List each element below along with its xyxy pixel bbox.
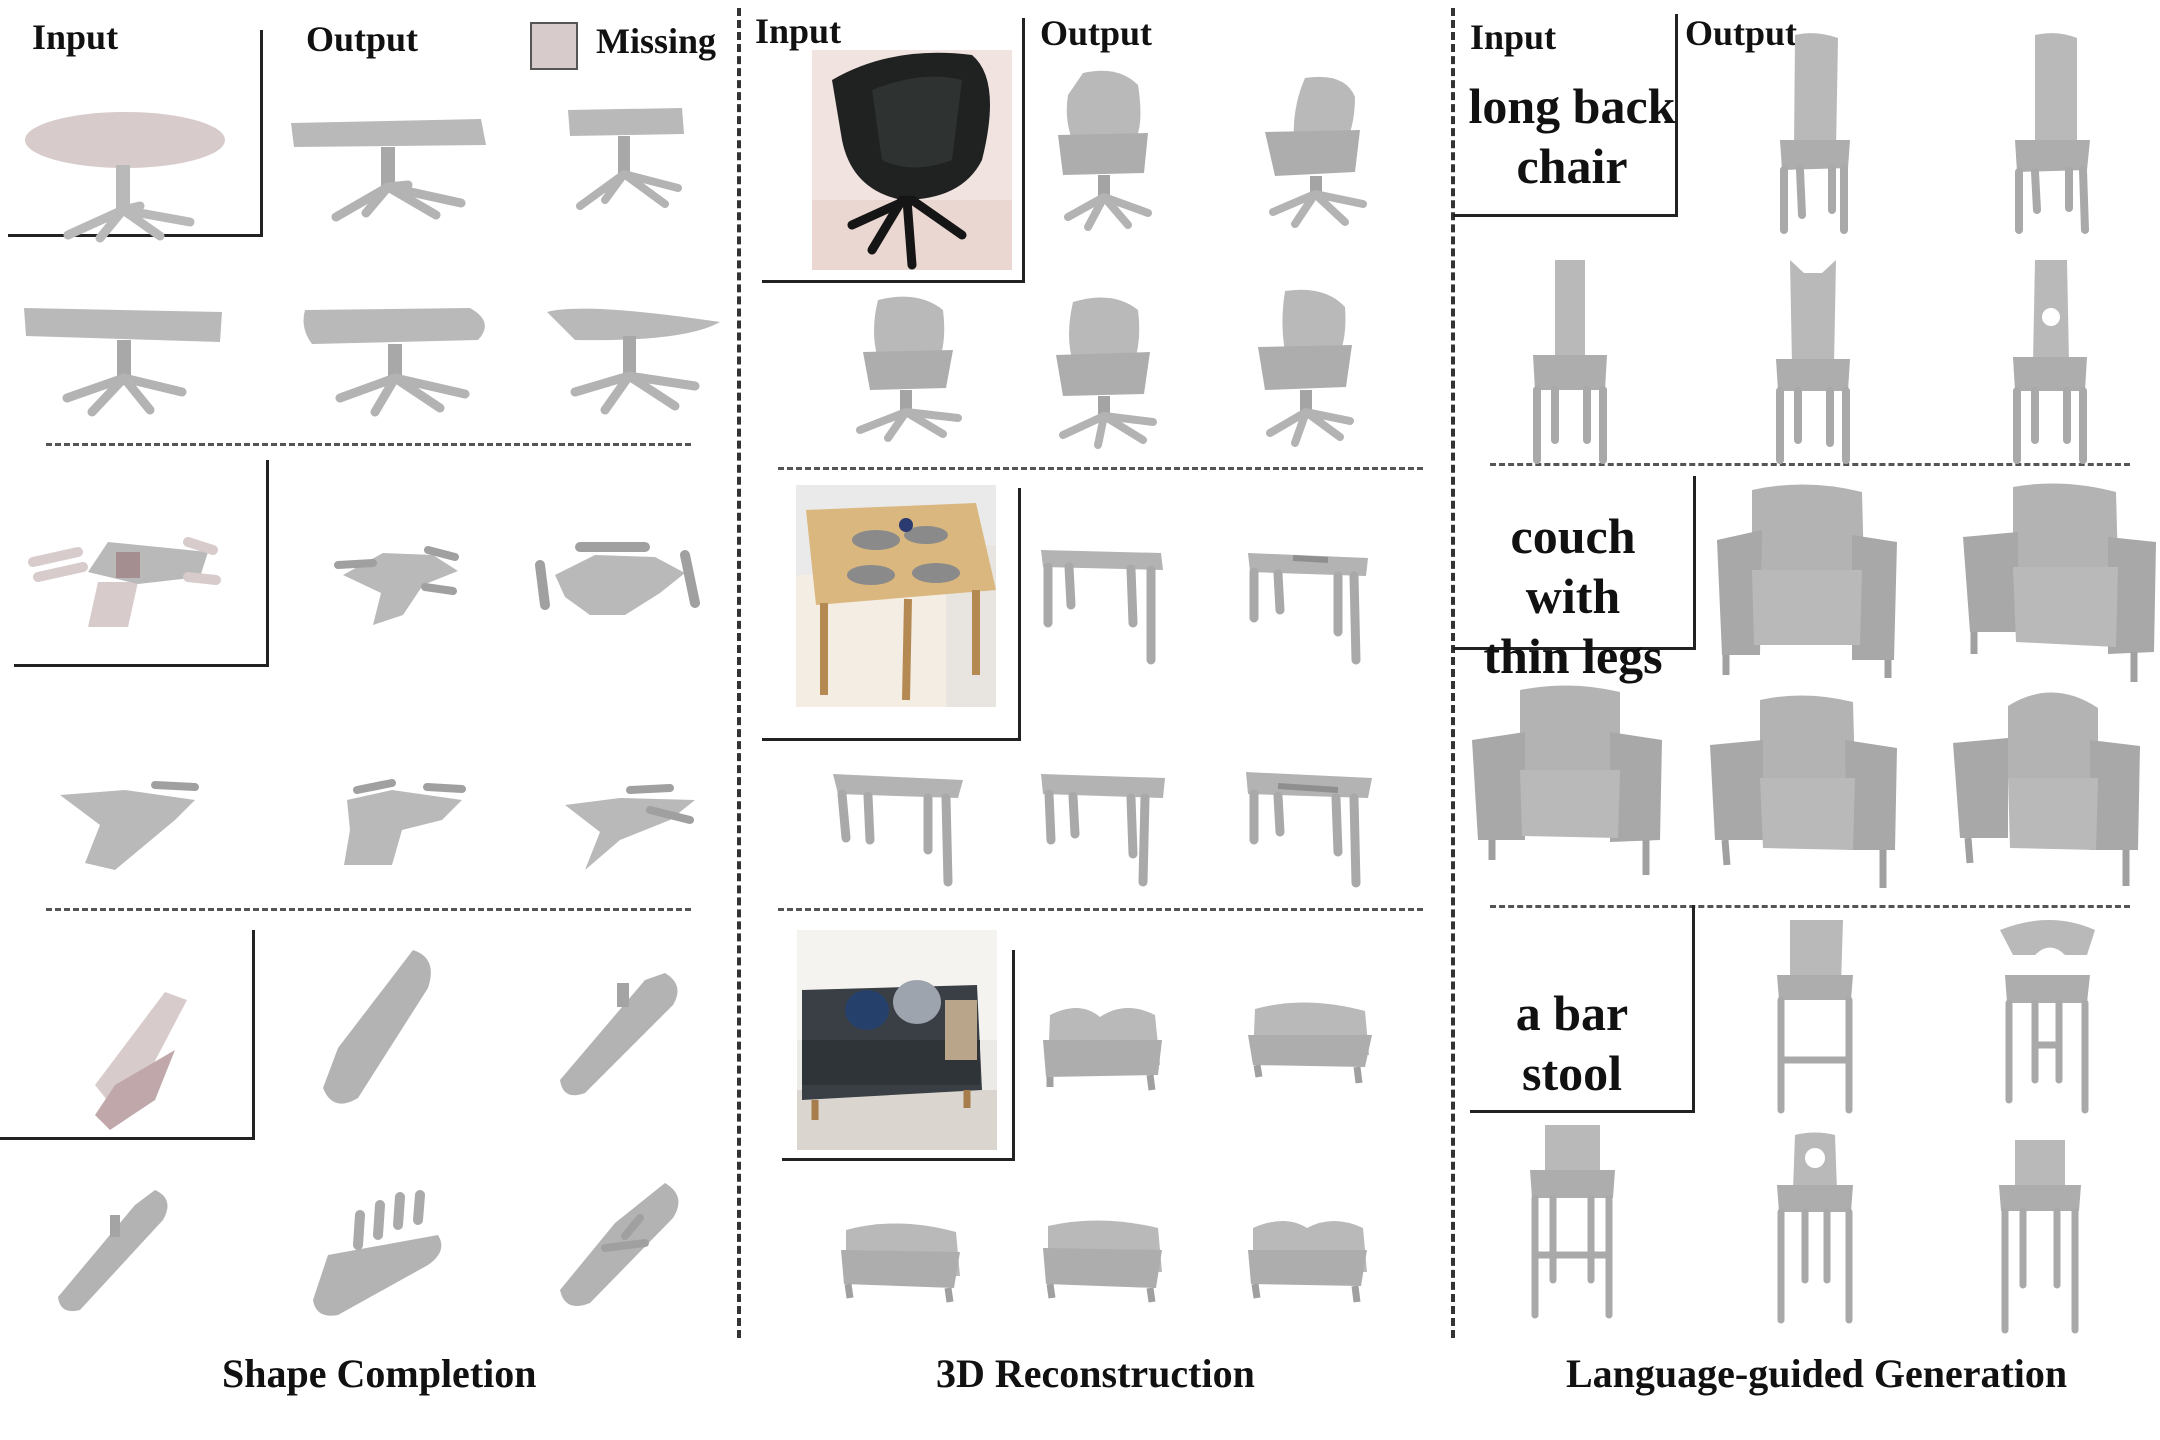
row-separator: [778, 908, 1423, 911]
text-prompt-long-back-chair: long back chair: [1462, 76, 1682, 196]
output-dining-table: [1041, 550, 1163, 665]
output-long-back-chair: [1776, 260, 1850, 464]
input-photo-office-chair: [812, 50, 1012, 270]
output-header: Output: [306, 19, 419, 59]
output-sofa: [1043, 1007, 1162, 1091]
prompt-line: thin legs: [1483, 628, 1663, 684]
output-armchair: [1963, 483, 2156, 682]
output-armchair: [1953, 692, 2140, 886]
text-prompt-bar-stool: a bar stool: [1462, 983, 1682, 1103]
output-header: Output: [1040, 13, 1153, 53]
input-bracket: [1453, 476, 1696, 650]
caption-3d-reconstruction: 3D Reconstruction: [936, 1351, 1255, 1396]
output-spaceship: [344, 779, 466, 865]
output-armchair: [1710, 695, 1897, 888]
missing-legend-label: Missing: [596, 21, 717, 61]
output-office-chair: [1258, 289, 1354, 447]
output-sofa: [1248, 1002, 1372, 1084]
input-bracket: [1470, 905, 1695, 1113]
input-photo-sofa: [797, 930, 997, 1150]
row-separator: [46, 443, 691, 446]
output-long-back-chair: [1533, 260, 1607, 464]
output-sofa: [1248, 1221, 1367, 1303]
row-separator: [1490, 905, 2130, 908]
output-armchair: [1472, 685, 1662, 875]
output-sofa: [1043, 1220, 1162, 1303]
output-spaceship: [535, 542, 700, 615]
output-spaceship: [60, 781, 199, 870]
output-spaceship: [565, 784, 695, 870]
output-table: [291, 119, 486, 222]
output-office-chair: [1265, 76, 1367, 228]
output-long-back-chair: [1780, 33, 1850, 234]
output-dining-table: [833, 774, 963, 887]
caption-language-guided-generation: Language-guided Generation: [1566, 1351, 2068, 1396]
input-bracket: [762, 488, 1021, 741]
output-table: [547, 308, 720, 415]
input-header: Input: [1470, 17, 1557, 57]
output-submarine: [560, 973, 678, 1096]
output-office-chair: [1056, 297, 1157, 449]
row-separator: [1490, 463, 2130, 466]
input-header: Input: [755, 11, 842, 51]
output-submarine: [560, 1183, 679, 1307]
prompt-line: long back: [1468, 78, 1676, 134]
separator-left: [737, 8, 741, 1338]
output-dining-table: [1041, 774, 1165, 887]
output-bar-stool: [2000, 920, 2095, 1114]
row-separator: [46, 908, 691, 911]
output-submarine: [323, 950, 431, 1104]
output-table: [303, 308, 485, 417]
missing-legend-swatch: [530, 22, 578, 70]
input-partial-spaceship: [28, 537, 221, 627]
input-bracket: [1453, 14, 1678, 217]
output-sofa: [841, 1223, 960, 1303]
input-bracket: [8, 30, 263, 237]
output-office-chair: [856, 296, 962, 442]
output-long-back-chair: [2015, 33, 2090, 234]
input-header: Input: [32, 17, 119, 57]
text-prompt-couch-thin-legs: couch with thin legs: [1458, 506, 1688, 686]
output-spaceship: [334, 546, 459, 625]
input-partial-table: [25, 112, 225, 243]
output-dining-table: [1246, 772, 1372, 888]
input-bracket: [782, 950, 1015, 1161]
output-bar-stool: [1530, 1125, 1615, 1319]
output-dining-table: [1248, 553, 1368, 665]
output-table: [568, 108, 684, 210]
input-photo-dining-table: [796, 485, 996, 707]
output-armchair: [1717, 484, 1897, 678]
output-bar-stool: [1777, 920, 1853, 1114]
input-bracket: [762, 18, 1025, 283]
output-bar-stool: [1999, 1140, 2081, 1334]
output-submarine: [313, 1190, 442, 1316]
prompt-line: a bar stool: [1515, 985, 1629, 1101]
caption-shape-completion: Shape Completion: [222, 1351, 537, 1396]
prompt-line: couch with: [1510, 508, 1636, 624]
input-bracket: [0, 930, 255, 1140]
separator-right: [1451, 8, 1455, 1338]
input-partial-submarine: [95, 992, 187, 1130]
input-bracket: [14, 460, 269, 667]
output-long-back-chair: [2013, 260, 2087, 464]
output-submarine: [58, 1190, 168, 1312]
output-table: [24, 308, 222, 417]
output-header: Output: [1685, 13, 1798, 53]
row-separator: [778, 467, 1423, 470]
output-bar-stool: [1777, 1132, 1853, 1324]
output-office-chair: [1058, 70, 1152, 231]
prompt-line: chair: [1516, 138, 1628, 194]
